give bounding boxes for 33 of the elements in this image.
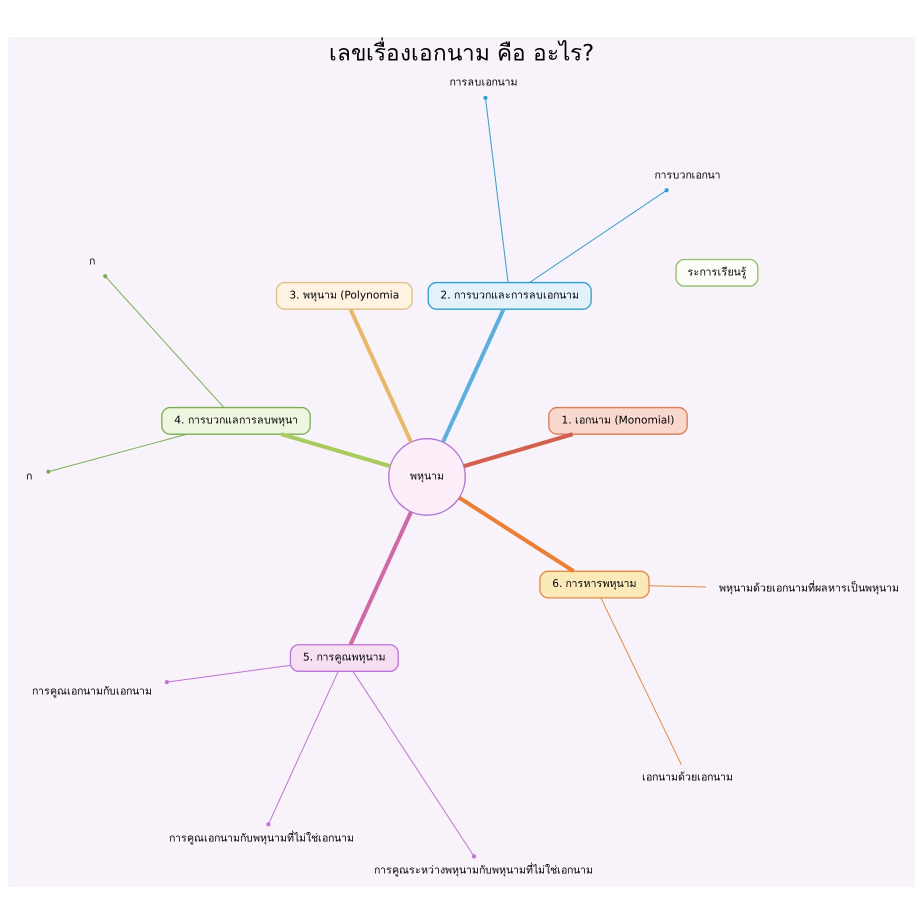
connector bbox=[164, 664, 291, 684]
node-box: 5. การคูณพหุนาม bbox=[290, 644, 399, 672]
connector bbox=[529, 188, 669, 282]
node-text: การลบเอกนาม bbox=[450, 74, 518, 88]
node-text: ก bbox=[26, 468, 32, 482]
node-text: เอกนามด้วยเอกนาม bbox=[642, 770, 734, 783]
connector bbox=[648, 584, 706, 587]
node-box: 2. การบวกและการลบเอกนาม bbox=[428, 281, 592, 310]
node-box: ระการเรียนรู้ bbox=[675, 258, 759, 286]
diagram-title: เลขเรื่องเอกนาม คือ อะไร? bbox=[328, 40, 594, 66]
node-box: 6. การหารพหุนาม bbox=[539, 570, 650, 598]
connector bbox=[483, 95, 509, 283]
connector bbox=[458, 496, 575, 572]
node-text: การคูณเอกนามกับพหุนามที่ไม่ใช่เอกนาม bbox=[169, 831, 354, 844]
node-text: การคูณเอกนามกับเอกนาม bbox=[32, 684, 152, 698]
connector bbox=[463, 432, 574, 468]
connector bbox=[352, 670, 476, 858]
node-text: พหุนามด้วยเอกนามที่ผลหารเป็นพหุนาม bbox=[719, 581, 899, 594]
node-text: การคูณระหว่างพหุนามกับพหุนามที่ไม่ใช่เอกนาม bbox=[374, 863, 594, 876]
node-text: การบวกเอกนา bbox=[654, 168, 721, 182]
node-box: 3. พหุนาม (Polynomia bbox=[276, 281, 413, 310]
connector bbox=[280, 432, 391, 468]
node-box: 4. การบวกแลการลบพหุนา bbox=[161, 406, 311, 434]
connector bbox=[600, 597, 682, 765]
connector bbox=[348, 510, 413, 645]
connector bbox=[266, 670, 339, 826]
connector bbox=[441, 308, 506, 442]
node-text: ก bbox=[89, 254, 96, 267]
node-circle: พหุนาม bbox=[388, 438, 466, 516]
connector bbox=[348, 308, 413, 442]
connector bbox=[103, 274, 224, 408]
connector bbox=[46, 433, 188, 474]
node-box: 1. เอกนาม (Monomial) bbox=[548, 406, 688, 434]
